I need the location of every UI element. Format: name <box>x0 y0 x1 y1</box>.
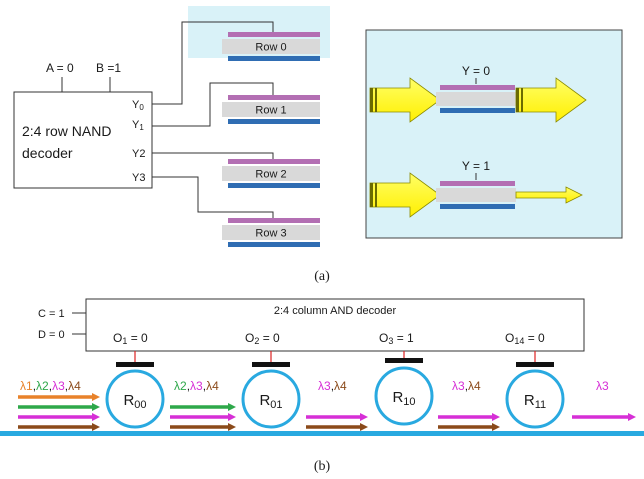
row-3: Row 3 <box>222 218 320 247</box>
ring-01-heater <box>252 362 290 367</box>
wavelength-arrow-head-icon <box>360 413 368 421</box>
row-0-body <box>222 39 320 54</box>
output-o3-label: O3 = 1 <box>379 331 414 346</box>
row-1-label: Row 1 <box>255 105 286 117</box>
wire-y0-row0 <box>152 21 274 105</box>
caption-b: (b) <box>314 459 331 474</box>
wavelength-group-after-r01: λ3,λ4 <box>318 379 347 393</box>
inset-y0-label: Y = 0 <box>462 64 490 78</box>
inset-y1-input-arrow-tail-1 <box>370 183 373 207</box>
ring-10 <box>374 366 434 426</box>
ring-00 <box>105 369 165 429</box>
ring-10-label: R10 <box>392 389 415 408</box>
caption-a: (a) <box>314 269 330 284</box>
row-3-body <box>222 225 320 240</box>
row-3-bottom-bar <box>228 242 320 247</box>
wavelength-arrow-head-icon <box>228 403 236 411</box>
row-2-bottom-bar <box>228 183 320 188</box>
inset-y1-body <box>436 188 516 202</box>
row-3-label: Row 3 <box>255 228 286 240</box>
inset-y0-output-arrow-tail-1 <box>516 88 519 112</box>
wavelength-arrow-head-icon <box>228 413 236 421</box>
wavelength-arrow-head-icon <box>92 413 100 421</box>
output-o1-label: O1 = 0 <box>113 331 148 346</box>
panel-a: A = 0 B =1 2:4 row NAND decoder Y0 Y1 Y2… <box>13 6 623 284</box>
panel-b: C = 1 D = 0 2:4 column AND decoder O1 = … <box>0 298 644 474</box>
row-1-bottom-bar <box>228 119 320 124</box>
row-2: Row 2 <box>222 159 320 188</box>
wavelength-arrow-head-icon <box>360 423 368 431</box>
input-b-label: B =1 <box>96 61 121 75</box>
wavelength-arrows <box>18 393 636 431</box>
bus-waveguide <box>0 431 644 436</box>
inset-y0-output-arrow-tail-2 <box>521 88 523 112</box>
input-c-label: C = 1 <box>38 308 65 320</box>
row-decoder-label-line2: decoder <box>22 145 73 161</box>
wavelength-group-input: λ1,λ2,λ3,λ4 <box>20 379 81 393</box>
inset-y0-bottom-bar <box>440 108 515 113</box>
row-2-body <box>222 166 320 181</box>
row-1: Row 1 <box>222 95 320 124</box>
ring-11 <box>505 369 565 429</box>
row-0-top-bar <box>228 32 320 37</box>
row-nand-decoder-box <box>13 91 153 189</box>
inset-y1-top-bar <box>440 181 515 186</box>
ring-00-heater <box>116 362 154 367</box>
wavelength-arrow-head-icon <box>492 423 500 431</box>
ring-01 <box>241 369 301 429</box>
output-y1-label: Y1 <box>132 119 144 132</box>
row-0: Row 0 <box>222 32 320 61</box>
row-0-bottom-bar <box>228 56 320 61</box>
wavelength-arrow-head-icon <box>228 423 236 431</box>
inset-y1-input-arrow-tail-2 <box>375 183 377 207</box>
inset-y1-label: Y = 1 <box>462 159 490 173</box>
wire-y3-row3 <box>152 176 274 218</box>
output-o2-label: O2 = 0 <box>245 331 280 346</box>
input-d-label: D = 0 <box>38 329 65 341</box>
output-y3-label: Y3 <box>132 172 145 184</box>
wire-y2-row2 <box>152 152 274 159</box>
ring-01-label: R01 <box>259 392 282 411</box>
row-2-top-bar <box>228 159 320 164</box>
output-o14-label: O14 = 0 <box>505 331 545 346</box>
output-y0-label: Y0 <box>132 99 144 112</box>
row-decoder-label-line1: 2:4 row NAND <box>22 123 111 139</box>
inset-y0-body <box>436 92 516 106</box>
ring-11-heater <box>516 362 554 367</box>
wavelength-arrow-head-icon <box>92 393 100 401</box>
inset-y1-bottom-bar <box>440 204 515 209</box>
inset-y1-weak-output-arrow-icon <box>515 186 583 204</box>
input-a-label: A = 0 <box>46 61 74 75</box>
inset-y0-input-arrow-tail-1 <box>370 88 373 112</box>
row-1-body <box>222 102 320 117</box>
wavelength-arrow-head-icon <box>492 413 500 421</box>
wavelength-arrow-head-icon <box>628 413 636 421</box>
column-decoder-title: 2:4 column AND decoder <box>274 305 397 317</box>
output-y2-label: Y2 <box>132 148 145 160</box>
row-1-top-bar <box>228 95 320 100</box>
wire-y1-row1 <box>152 82 274 127</box>
row-0-label: Row 0 <box>255 42 286 54</box>
wavelength-arrow-head-icon <box>92 423 100 431</box>
wavelength-group-after-r10: λ3,λ4 <box>452 379 481 393</box>
ring-00-label: R00 <box>123 392 146 411</box>
ring-11-label: R11 <box>524 392 546 411</box>
inset-transmission-example: Y = 0 Y = 1 <box>365 29 623 239</box>
inset-y0-input-arrow-tail-2 <box>375 88 377 112</box>
wavelength-group-after-r00: λ2,λ3,λ4 <box>174 379 219 393</box>
row-3-top-bar <box>228 218 320 223</box>
inset-y0-top-bar <box>440 85 515 90</box>
wavelength-group-output: λ3 <box>596 379 609 393</box>
row-2-label: Row 2 <box>255 169 286 181</box>
wavelength-arrow-head-icon <box>92 403 100 411</box>
column-and-decoder-box <box>85 298 585 352</box>
ring-10-heater <box>385 358 423 363</box>
